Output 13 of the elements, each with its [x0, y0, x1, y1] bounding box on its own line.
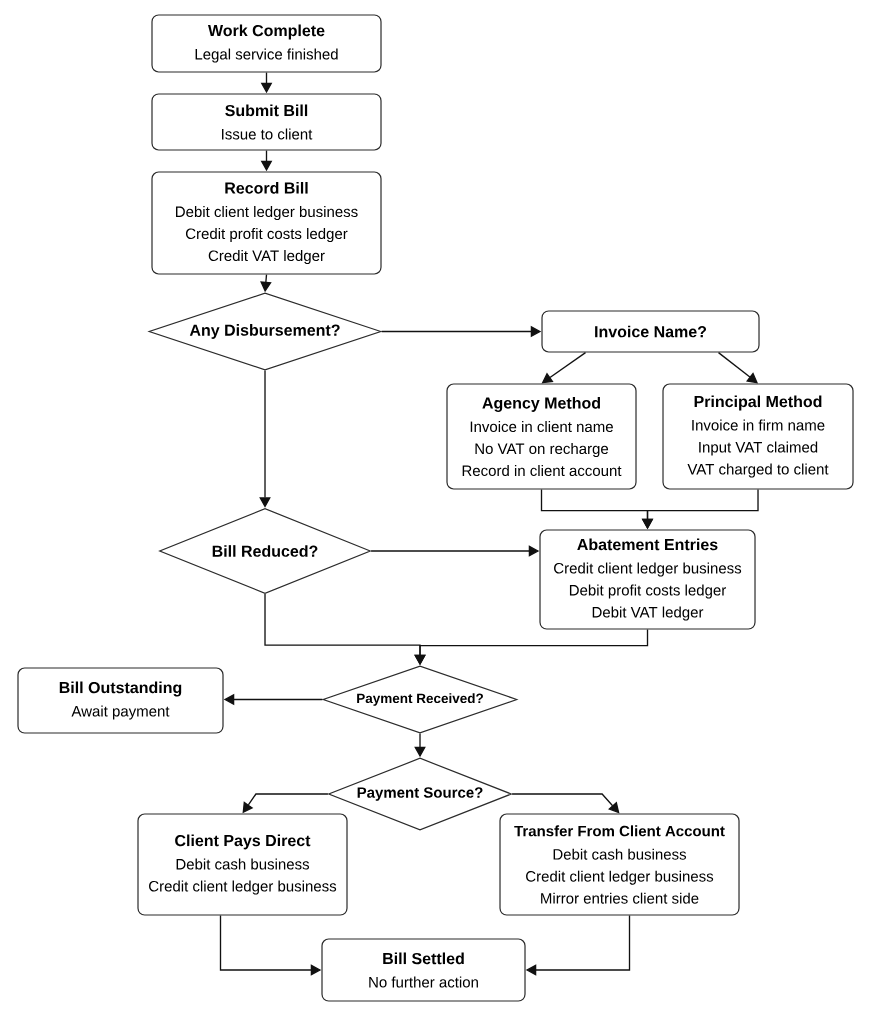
arrow [259, 369, 271, 508]
process-box: Abatement Entries Credit client ledger business Debit profit costs ledger Debit VAT ledger [539, 529, 756, 630]
process-box: Work Complete Legal service finished [151, 14, 382, 73]
process-box: Agency Method Invoice in client name No VAT on recharge Record in client account [446, 383, 637, 490]
process-box: Submit Bill Issue to client [151, 93, 382, 151]
process-box: Bill Outstanding Await payment [17, 667, 224, 734]
process-box: Client Pays Direct Debit cash business Credit client ledger business [137, 813, 348, 916]
process-box: Record Bill Debit client ledger business Credit profit costs ledger Credit VAT ledger [151, 171, 382, 275]
process-box: Transfer From Client Account Debit cash business Credit client ledger business Mirror entries client side [499, 813, 740, 916]
process-box: Principal Method Invoice in firm name Input VAT claimed VAT charged to client [662, 383, 854, 490]
arrow [717, 351, 758, 384]
process-box: Bill Settled No further action [321, 938, 526, 1002]
process-box: Invoice Name? [541, 310, 760, 353]
